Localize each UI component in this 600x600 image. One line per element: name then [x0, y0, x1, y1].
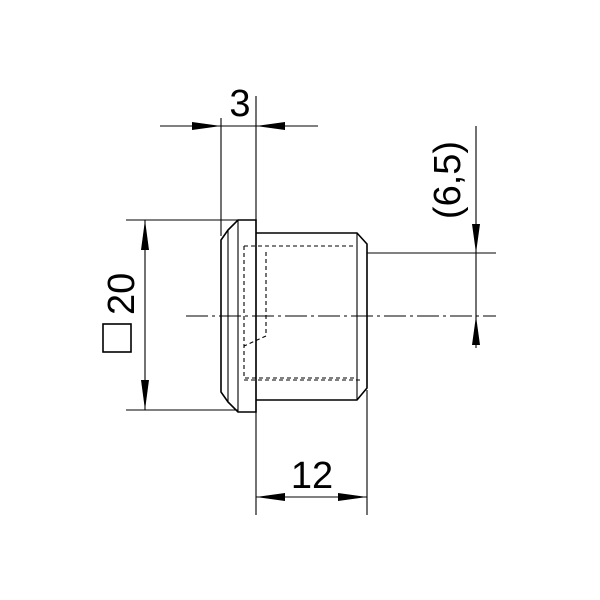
hidden-hex-socket — [243, 245, 356, 379]
part-outline — [186, 219, 496, 413]
dimension-label-3: 3 — [229, 83, 250, 125]
dimension-arrow — [192, 122, 221, 130]
dimension-arrow — [141, 220, 149, 250]
dimension-arrow — [472, 316, 480, 345]
dimension-arrow — [141, 380, 149, 410]
square-symbol-icon — [102, 323, 132, 353]
dimension-flange-thickness: 3 — [160, 83, 318, 515]
dimension-arrow — [256, 493, 285, 501]
dimension-thread-length: 12 — [256, 390, 368, 515]
dimension-arrow — [256, 122, 285, 130]
dimension-arrow — [472, 224, 480, 253]
dimension-label-20: 20 — [101, 273, 143, 315]
dimension-label-12: 12 — [291, 455, 333, 497]
dimension-reference-offset: (6,5) — [367, 126, 496, 348]
dimension-square-size: 20 — [101, 219, 238, 411]
dimension-arrow — [338, 493, 367, 501]
dimension-label-6-5: (6,5) — [427, 141, 469, 219]
